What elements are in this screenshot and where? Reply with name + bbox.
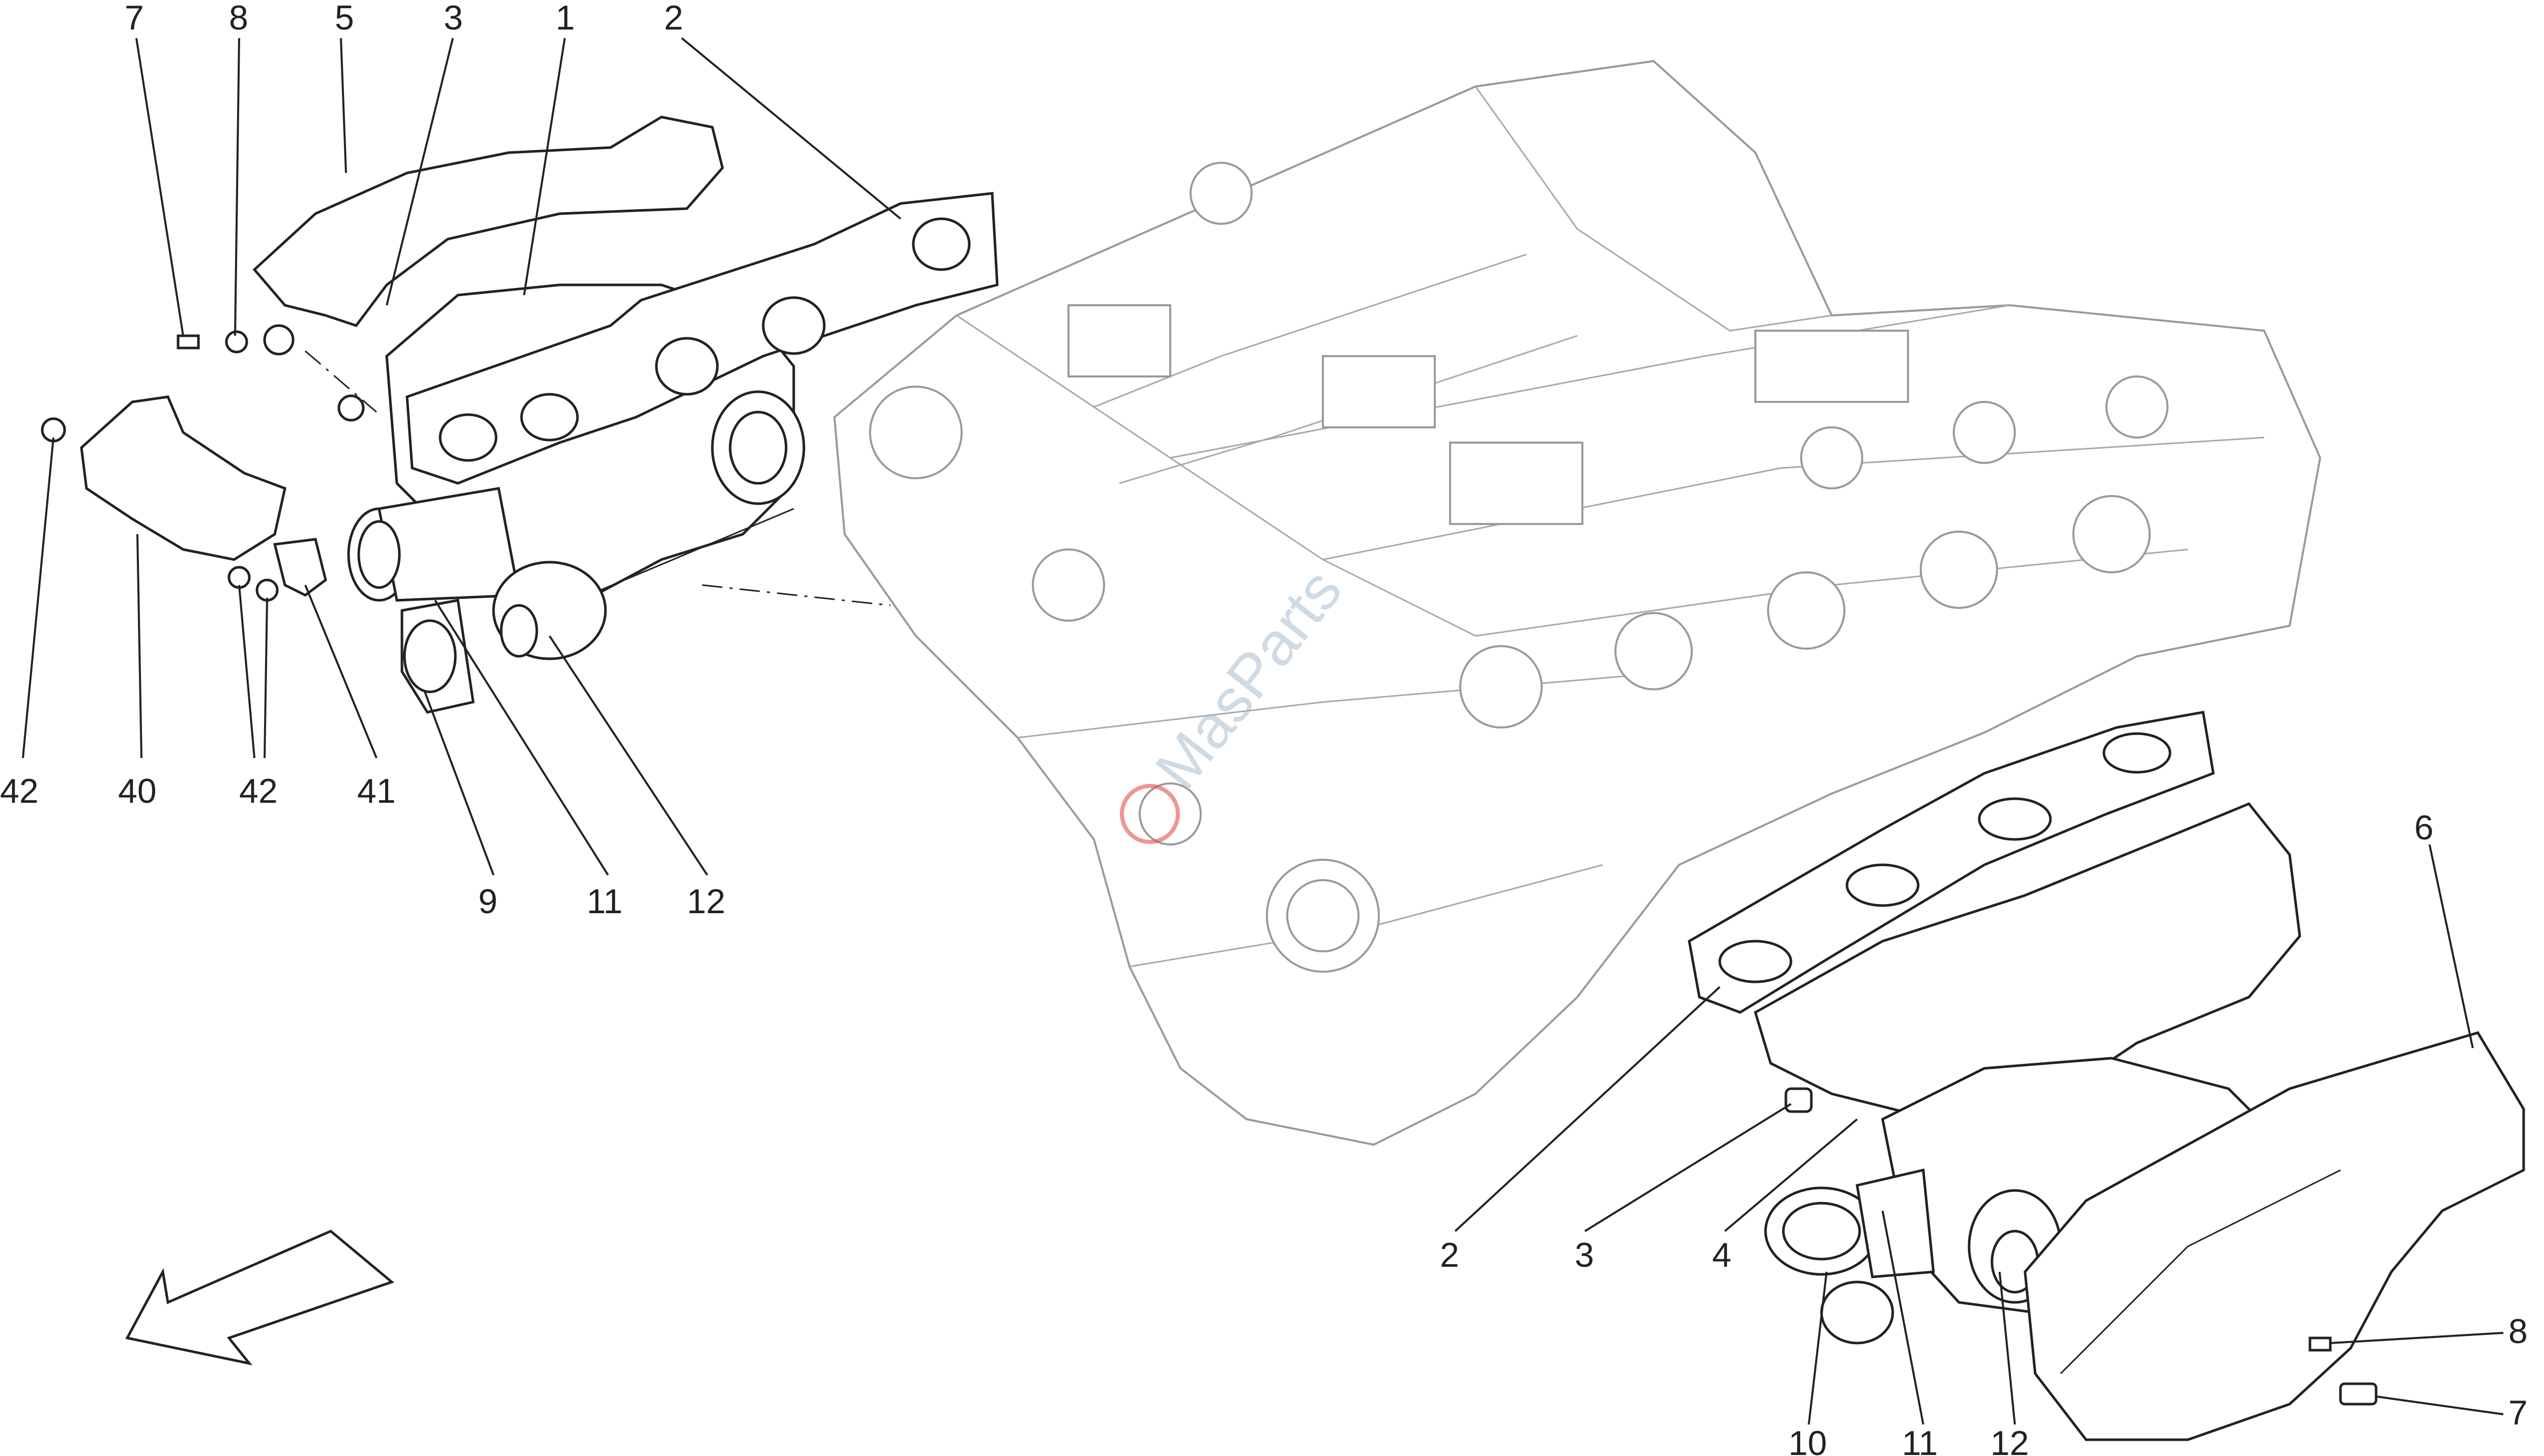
direction-arrow — [125, 1230, 395, 1365]
callout-5: 5 — [335, 0, 354, 37]
callout-10: 10 — [1788, 1424, 1827, 1456]
callout-8: 8 — [229, 0, 248, 37]
heat-shield-upper — [252, 115, 724, 327]
callouts-right-mid: 2 3 4 — [1440, 1236, 1731, 1274]
callout-9: 9 — [478, 882, 498, 921]
callouts-left-top: 7 8 5 3 1 2 — [125, 0, 683, 37]
right-turbo-assembly — [1688, 711, 2525, 1441]
callout-3: 3 — [1575, 1236, 1594, 1274]
callout-2: 2 — [1440, 1236, 1459, 1274]
callouts-right-side: 6 8 7 — [2414, 808, 2528, 1432]
bolt-7-right — [2339, 1382, 2378, 1406]
washer-8-left — [225, 330, 248, 354]
callout-11: 11 — [587, 882, 623, 921]
bracket-40 — [80, 395, 286, 561]
nut-3-left — [263, 324, 365, 422]
callout-12: 12 — [1990, 1424, 2029, 1456]
callout-42: 42 — [239, 772, 278, 810]
nut-3-right — [1784, 1087, 1813, 1113]
callouts-left-bottom: 42 40 42 41 — [0, 772, 396, 810]
heat-shield-right — [2023, 1031, 2525, 1441]
callout-40: 40 — [118, 772, 157, 810]
callout-12: 12 — [687, 882, 726, 921]
engine-block — [833, 60, 2322, 1146]
leader-lines — [22, 37, 2504, 1425]
callout-4: 4 — [1712, 1236, 1731, 1274]
gasket-right — [1688, 711, 2215, 1014]
callouts-right-bottom: 10 11 12 — [1788, 1424, 2029, 1456]
callout-8: 8 — [2508, 1312, 2528, 1351]
callout-1: 1 — [556, 0, 575, 37]
callout-2: 2 — [664, 0, 683, 37]
washer-8-right — [2308, 1336, 2332, 1352]
bracket-41 — [273, 538, 327, 597]
callout-11: 11 — [1902, 1424, 1938, 1456]
left-turbo-assembly — [41, 115, 999, 714]
callout-3: 3 — [444, 0, 463, 37]
bolt-7-left — [177, 334, 200, 350]
exhaust-manifold-right — [1754, 802, 2301, 1121]
callout-6: 6 — [2414, 808, 2434, 847]
callout-7: 7 — [2508, 1393, 2528, 1432]
callouts-left-turbo: 9 11 12 — [478, 882, 726, 921]
callout-41: 41 — [357, 772, 396, 810]
callout-42: 42 — [0, 772, 39, 810]
callout-7: 7 — [125, 0, 144, 37]
